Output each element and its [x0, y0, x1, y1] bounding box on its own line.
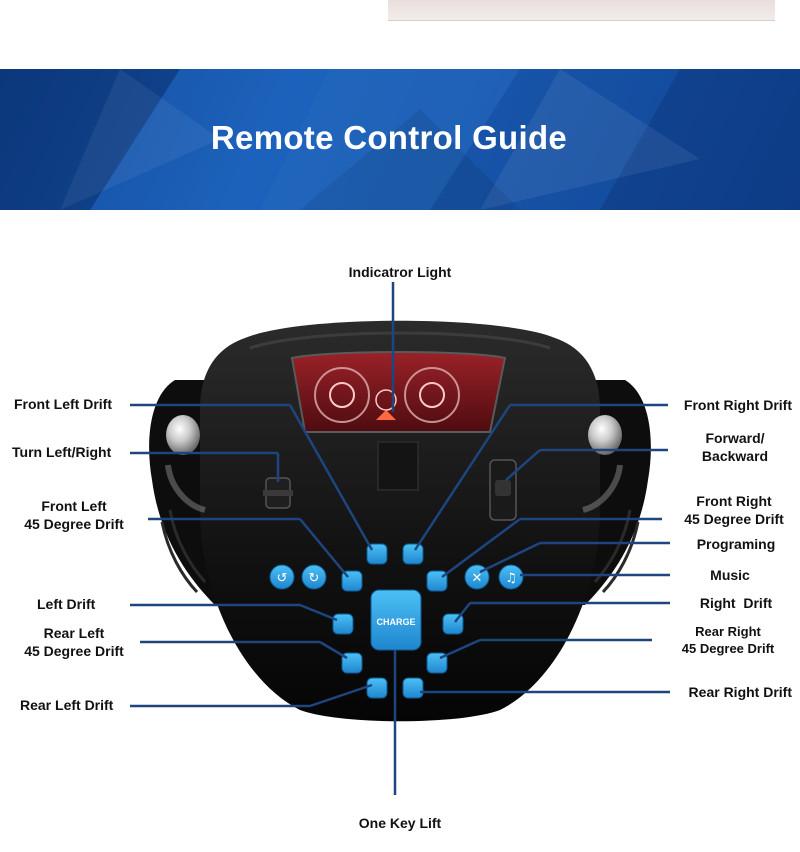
left-knob-icon [166, 415, 200, 455]
rear-right-drift-label: Rear Right Drift [688, 684, 792, 700]
charge-button-label: CHARGE [376, 617, 415, 627]
rear-left-45-label-line1: Rear Left [43, 625, 105, 641]
rear-right-45-label-line2: 45 Degree Drift [681, 641, 775, 656]
rear-left-45-label-line2: 45 Degree Drift [24, 643, 124, 659]
front-left-45-label-line2: 45 Degree Drift [24, 516, 124, 532]
rear-right-drift-button [402, 677, 424, 699]
rear-left-drift-button [366, 677, 388, 699]
music-button [498, 564, 524, 590]
rotate-right-icon: ↻ [309, 571, 320, 586]
top-image-strip [388, 0, 775, 21]
music-label: Music [710, 567, 750, 583]
music-icon: ♫ [505, 571, 517, 586]
title-banner: Remote Control Guide [0, 69, 800, 210]
callout-lines [130, 282, 670, 795]
indicator-display [290, 351, 507, 433]
one-key-lift-label: One Key Lift [358, 815, 442, 831]
programing-icon: ✕ [472, 571, 483, 586]
front-left-drift-label: Front Left Drift [14, 396, 112, 412]
front-left-45-label-line1: Front Left [41, 498, 107, 514]
right-drift-label: Right Drift [699, 595, 773, 611]
left-drift-button [332, 613, 354, 635]
left-drift-label: Left Drift [37, 596, 96, 612]
turn-left-right-label: Turn Left/Right [12, 444, 112, 460]
programing-label: Programing [696, 536, 776, 552]
rotate-left-button [269, 564, 295, 590]
front-right-drift-button [402, 543, 424, 565]
rear-right-45-label-line1: Rear Right [695, 624, 761, 639]
front-right-drift-label: Front Right Drift [683, 397, 792, 413]
rotate-left-icon: ↺ [277, 571, 288, 586]
forward-backward-label-line2: Backward [701, 448, 769, 464]
remote-illustration: CHARGE ↺ ↻ ♫ ✕ [130, 282, 670, 795]
banner-title: Remote Control Guide [210, 119, 568, 156]
remote-diagram: CHARGE ↺ ↻ ♫ ✕ Indicatror Light [0, 210, 800, 852]
indicator-light-label: Indicatror Light [348, 264, 452, 280]
front-right-45-label-line2: 45 Degree Drift [684, 511, 784, 527]
front-right-45-label-line1: Front Right [696, 493, 772, 509]
right-knob-icon [588, 415, 622, 455]
forward-backward-label-line1: Forward/ [705, 430, 765, 446]
rear-left-drift-label: Rear Left Drift [20, 697, 114, 713]
banner-pattern [0, 69, 800, 210]
rotate-right-button [301, 564, 327, 590]
